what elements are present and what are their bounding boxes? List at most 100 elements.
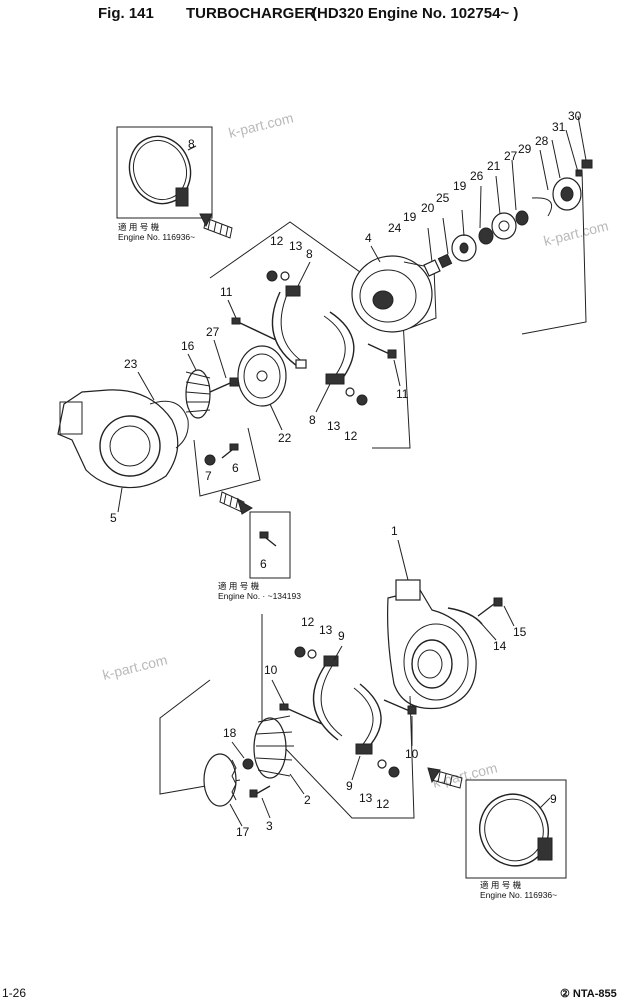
figure-number: Fig. 141 — [98, 5, 154, 22]
watermark: k-part.com — [431, 759, 499, 791]
washer-13-part — [345, 387, 355, 397]
figure-title: TURBOCHARGER — [186, 5, 315, 22]
hatched-arrow — [427, 767, 463, 789]
callout-9: 9 — [346, 779, 353, 793]
clamp-latch-part — [537, 837, 553, 861]
bolt-11-upper-part — [231, 317, 277, 341]
applicable-label: 適 用 号 機 — [480, 880, 522, 890]
seal-ring-23-part — [149, 400, 189, 449]
compressor-wheel-part — [253, 715, 294, 779]
bearing-24-part — [423, 259, 441, 277]
clamp-half-right-part — [353, 683, 382, 755]
engine-range-note: Engine No. 116936~ — [118, 232, 195, 242]
clamp-half-left-part — [312, 655, 343, 741]
clamp-half-lower-part — [323, 311, 355, 385]
callout-27: 27 — [504, 149, 518, 163]
nut-12-part — [356, 394, 368, 406]
applicable-label: 適 用 号 機 — [218, 581, 260, 591]
watermark: k-part.com — [542, 217, 610, 249]
bolt-10-left-part — [279, 703, 323, 725]
callout-20: 20 — [421, 201, 435, 215]
engine-range-note: Engine No. 116936~ — [480, 890, 557, 900]
nut-12-part — [266, 270, 278, 282]
callout-9: 9 — [338, 629, 345, 643]
nut-12-part — [294, 646, 306, 658]
engine-range-note: Engine No. · ~134193 — [218, 591, 301, 601]
callout-22: 22 — [278, 431, 292, 445]
group-outline — [521, 169, 587, 335]
callout-28: 28 — [535, 134, 549, 148]
clamp-ring-part — [479, 793, 549, 867]
disc-17-part — [203, 753, 237, 807]
inset-clamp-bottom-right — [465, 779, 567, 879]
callout-12: 12 — [301, 615, 315, 629]
callout-7: 7 — [205, 469, 212, 483]
callout-8: 8 — [309, 413, 316, 427]
bolt-6-part — [221, 443, 239, 459]
group-outline — [159, 679, 241, 795]
callout-5: 5 — [110, 511, 117, 525]
clamp-latch-part — [175, 187, 189, 207]
plate-21-part — [491, 212, 517, 240]
snap-ring-29-part — [531, 197, 552, 217]
callout-17: 17 — [236, 825, 250, 839]
washer-7-part — [204, 454, 216, 466]
inset-bolt — [249, 511, 291, 579]
turbine-housing-part — [387, 579, 477, 710]
callout-11: 11 — [220, 285, 233, 299]
document-code: ② NTA-855 — [560, 988, 617, 1000]
bearing-stack — [423, 159, 593, 277]
bolt-6-part — [265, 537, 277, 547]
callout-9: 9 — [550, 792, 557, 806]
bolt-15-part — [477, 597, 503, 617]
callout-13: 13 — [289, 239, 303, 253]
washer-13-part — [307, 649, 317, 659]
nut-12-part — [388, 766, 400, 778]
hatched-arrow — [199, 213, 233, 239]
group-outline — [193, 427, 261, 497]
callout-8: 8 — [306, 247, 313, 261]
callout-26: 26 — [470, 169, 484, 183]
turbine-wheel-part — [185, 369, 247, 419]
callout-24: 24 — [388, 221, 402, 235]
nut-18-part — [242, 758, 254, 770]
screw-3-part — [249, 785, 271, 798]
callout-19: 19 — [403, 210, 417, 224]
bolt-11-lower-part — [367, 343, 397, 359]
inset-frame — [249, 511, 291, 579]
callout-16: 16 — [181, 339, 195, 353]
washer-13-part — [377, 759, 387, 769]
backplate-part — [237, 345, 287, 407]
callout-27: 27 — [206, 325, 220, 339]
inset-frame — [465, 779, 567, 879]
callout-15: 15 — [513, 625, 527, 639]
callout-21: 21 — [487, 159, 501, 173]
callout-6: 6 — [232, 461, 239, 475]
ring-26-part — [478, 227, 494, 245]
screw-30-part — [581, 159, 593, 169]
page-number: 1-26 — [2, 986, 26, 1000]
center-housing-part — [351, 255, 437, 333]
callout-10: 10 — [264, 663, 278, 677]
callout-31: 31 — [552, 120, 566, 134]
callout-25: 25 — [436, 191, 450, 205]
watermark: k-part.com — [227, 109, 295, 141]
callout-12: 12 — [376, 797, 390, 811]
callout-11: 11 — [396, 387, 409, 401]
callout-13: 13 — [359, 791, 373, 805]
washer-31-part — [575, 169, 583, 177]
callout-30: 30 — [568, 109, 582, 123]
figure-qualifier: (HD320 Engine No. 102754~ ) — [312, 5, 518, 22]
clamp-half-upper-part — [271, 285, 307, 369]
callout-13: 13 — [327, 419, 341, 433]
callout-4: 4 — [365, 231, 372, 245]
callout-10: 10 — [405, 747, 419, 761]
callout-8: 8 — [188, 137, 195, 151]
inset-clamp-top-left — [116, 126, 213, 219]
bolt-10-right-part — [383, 699, 417, 715]
ring-27-part — [515, 210, 529, 226]
watermark: k-part.com — [101, 651, 169, 683]
callout-18: 18 — [223, 726, 237, 740]
callout-1: 1 — [391, 524, 398, 538]
